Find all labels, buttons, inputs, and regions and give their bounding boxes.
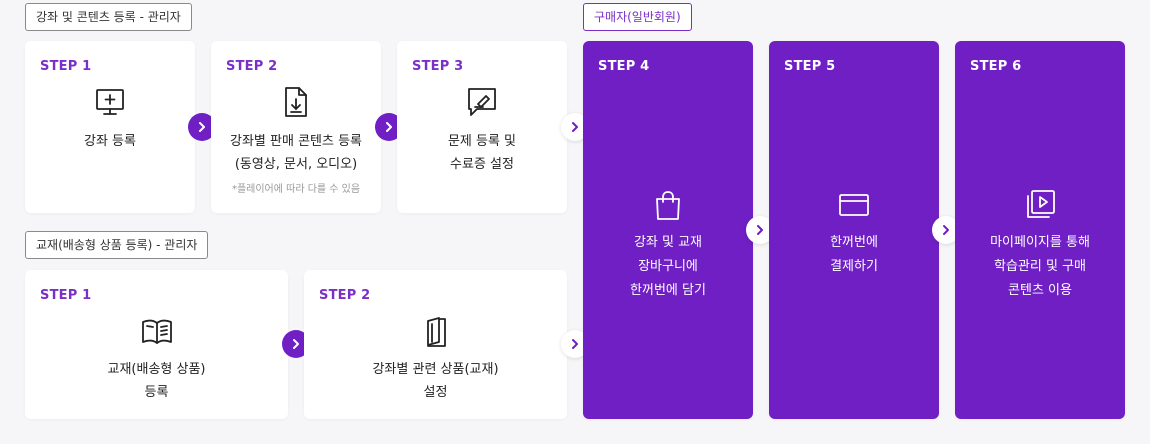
step-label: STEP 4 — [598, 59, 650, 74]
chat-edit-icon — [465, 85, 499, 119]
step-text: 강좌별 판매 콘텐츠 등록 (동영상, 문서, 오디오) — [230, 134, 362, 172]
course-step-3-card: STEP 3 문제 등록 및 수료증 설정 — [397, 41, 567, 213]
step-text: 교재(배송형 상품) 등록 — [107, 362, 206, 400]
step-text: 문제 등록 및 수료증 설정 — [447, 134, 517, 172]
step-label: STEP 5 — [784, 59, 836, 74]
buyer-step-6-card: STEP 6 마이페이지를 통해 학습관리 및 구매 콘텐츠 이용 — [955, 41, 1125, 419]
buyer-step-5-card: STEP 5 한꺼번에 결제하기 — [769, 41, 939, 419]
player-note: *플레이어에 따라 다를 수 있음 — [231, 184, 361, 195]
admin-course-tag: 강좌 및 콘텐츠 등록 - 관리자 — [25, 3, 192, 31]
step-text: 마이페이지를 통해 학습관리 및 구매 콘텐츠 이용 — [990, 235, 1090, 298]
course-step-1-card: STEP 1 강좌 등록 — [25, 41, 195, 213]
step-text: 한꺼번에 결제하기 — [830, 235, 878, 274]
shopping-bag-icon — [651, 188, 685, 222]
chevron-right-icon — [199, 122, 205, 132]
buyer-tag: 구매자(일반회원) — [583, 3, 692, 31]
step-label: STEP 2 — [226, 59, 278, 74]
admin-textbook-tag: 교재(배송형 상품 등록) - 관리자 — [25, 231, 209, 259]
chevron-right-icon — [293, 339, 299, 349]
play-window-icon — [1023, 188, 1057, 222]
chevron-right-icon — [943, 225, 949, 235]
monitor-plus-icon — [93, 85, 127, 119]
step-label: STEP 3 — [412, 59, 464, 74]
chevron-right-icon — [386, 122, 392, 132]
chevron-right-icon — [572, 122, 578, 132]
books-icon — [419, 315, 453, 349]
step-label: STEP 6 — [970, 59, 1022, 74]
step-text: 강좌 및 교재 장바구니에 한꺼번에 담기 — [630, 235, 706, 298]
chevron-right-icon — [757, 225, 763, 235]
step-label: STEP 2 — [319, 288, 371, 303]
step-label: STEP 1 — [40, 59, 92, 74]
credit-card-icon — [837, 188, 871, 222]
textbook-step-1-card: STEP 1 교재(배송형 상품) 등록 — [25, 270, 288, 419]
step-text: 강좌 등록 — [84, 134, 136, 149]
step-text: 강좌별 관련 상품(교재) 설정 — [372, 362, 499, 400]
course-step-2-card: STEP 2 강좌별 판매 콘텐츠 등록 (동영상, 문서, 오디오) *플레이… — [211, 41, 381, 213]
step-label: STEP 1 — [40, 288, 92, 303]
open-book-icon — [140, 315, 174, 349]
file-download-icon — [279, 85, 313, 119]
chevron-right-icon — [572, 339, 578, 349]
textbook-step-2-card: STEP 2 강좌별 관련 상품(교재) 설정 — [304, 270, 567, 419]
buyer-step-4-card: STEP 4 강좌 및 교재 장바구니에 한꺼번에 담기 — [583, 41, 753, 419]
